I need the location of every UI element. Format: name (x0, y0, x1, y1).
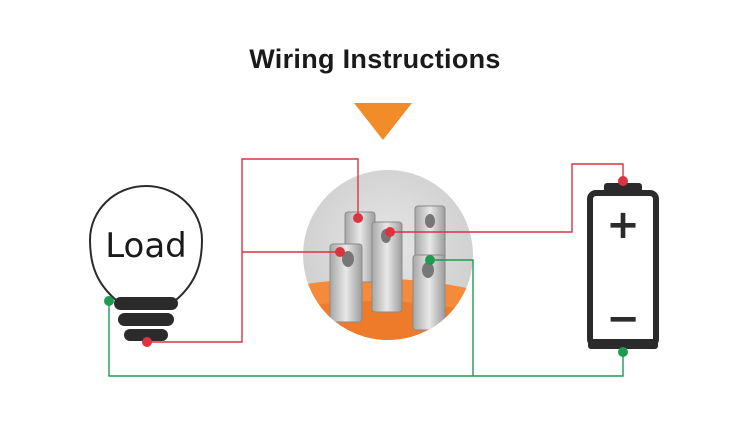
red-dot (142, 337, 152, 347)
red-dot (353, 213, 363, 223)
light-bulb-icon: Load (88, 184, 204, 341)
rocker-switch-icon (303, 170, 473, 340)
green-dot (425, 255, 435, 265)
red-dot (618, 176, 628, 186)
page-title: Wiring Instructions (249, 44, 501, 74)
red-dot (385, 227, 395, 237)
down-arrow-icon (354, 103, 412, 140)
red-wires (147, 158, 624, 343)
green-dot (104, 296, 114, 306)
green-dot (618, 347, 628, 357)
load-label: Load (105, 226, 187, 266)
red-dot (335, 247, 345, 257)
green-wires (108, 259, 624, 377)
battery-icon: + − (587, 183, 659, 349)
positive-symbol: + (606, 202, 640, 248)
negative-symbol: − (606, 296, 640, 342)
connection-points (104, 176, 628, 357)
